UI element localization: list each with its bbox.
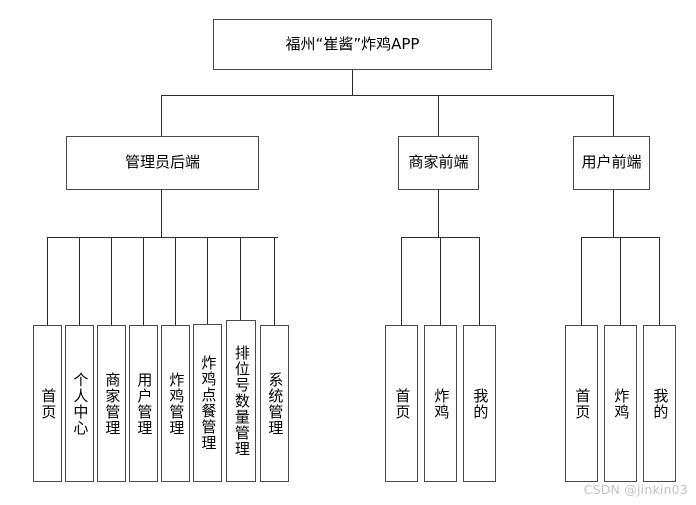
admin-drop-2 [79,237,80,325]
connector-admin-stem [161,190,162,237]
level2-label-merchant-frontend: 商家前端 [408,153,469,172]
admin-leaf-8[interactable]: 系统管理 [260,325,289,482]
admin-leaf-label-4: 用户管理 [135,371,154,436]
merchant-leaf-1[interactable]: 首页 [385,325,418,482]
connector-admin-bus [47,237,278,238]
root-node-label: 福州“崔酱”炸鸡APP [285,34,420,53]
admin-leaf-label-1: 首页 [39,387,58,420]
connector-level2-drop-merchant [438,95,439,136]
admin-leaf-3[interactable]: 商家管理 [97,325,126,482]
merchant-leaf-label-2: 炸鸡 [432,387,451,420]
connector-merchant-stem [438,190,439,237]
admin-drop-5 [175,237,176,325]
admin-leaf-label-2: 个人中心 [71,371,90,436]
csdn-watermark: CSDN @jinkin03 [583,482,688,497]
user-leaf-3[interactable]: 我的 [643,325,676,482]
connector-user-stem [613,190,614,237]
admin-leaf-7[interactable]: 排位号数量管理 [226,320,256,482]
merchant-drop-2 [440,237,441,325]
user-leaf-label-3: 我的 [651,387,670,420]
admin-leaf-label-5: 炸鸡管理 [167,371,186,436]
user-drop-1 [581,237,582,325]
admin-leaf-label-3: 商家管理 [103,371,122,436]
admin-leaf-5[interactable]: 炸鸡管理 [161,325,190,482]
admin-leaf-6[interactable]: 炸鸡点餐管理 [193,324,222,482]
connector-level2-drop-user [613,95,614,136]
merchant-drop-1 [401,237,402,325]
admin-leaf-label-6: 炸鸡点餐管理 [199,355,218,451]
level2-node-admin-backend[interactable]: 管理员后端 [66,136,259,190]
user-leaf-label-2: 炸鸡 [612,387,631,420]
level2-node-merchant-frontend[interactable]: 商家前端 [398,136,479,190]
user-leaf-1[interactable]: 首页 [565,325,598,482]
merchant-drop-3 [479,237,480,325]
merchant-leaf-label-1: 首页 [393,387,412,420]
admin-leaf-label-8: 系统管理 [266,371,285,436]
level2-label-admin-backend: 管理员后端 [124,153,200,172]
level2-label-user-frontend: 用户前端 [581,153,642,172]
connector-level2-bus [161,95,613,96]
admin-drop-3 [111,237,112,325]
admin-leaf-1[interactable]: 首页 [33,325,62,482]
root-node-app-title[interactable]: 福州“崔酱”炸鸡APP [213,19,492,70]
admin-leaf-2[interactable]: 个人中心 [65,325,94,482]
user-drop-2 [620,237,621,325]
connector-root-stem [352,70,353,95]
connector-level2-drop-admin [161,95,162,136]
level2-node-user-frontend[interactable]: 用户前端 [573,136,650,190]
admin-drop-1 [47,237,48,325]
admin-drop-7 [240,237,241,320]
user-leaf-label-1: 首页 [573,387,592,420]
admin-drop-4 [143,237,144,325]
admin-leaf-4[interactable]: 用户管理 [129,325,158,482]
admin-leaf-label-7: 排位号数量管理 [232,345,251,457]
user-leaf-2[interactable]: 炸鸡 [604,325,637,482]
merchant-leaf-label-3: 我的 [471,387,490,420]
user-drop-3 [659,237,660,325]
merchant-leaf-2[interactable]: 炸鸡 [424,325,457,482]
merchant-leaf-3[interactable]: 我的 [463,325,496,482]
admin-drop-6 [207,237,208,324]
admin-drop-8 [274,237,275,325]
